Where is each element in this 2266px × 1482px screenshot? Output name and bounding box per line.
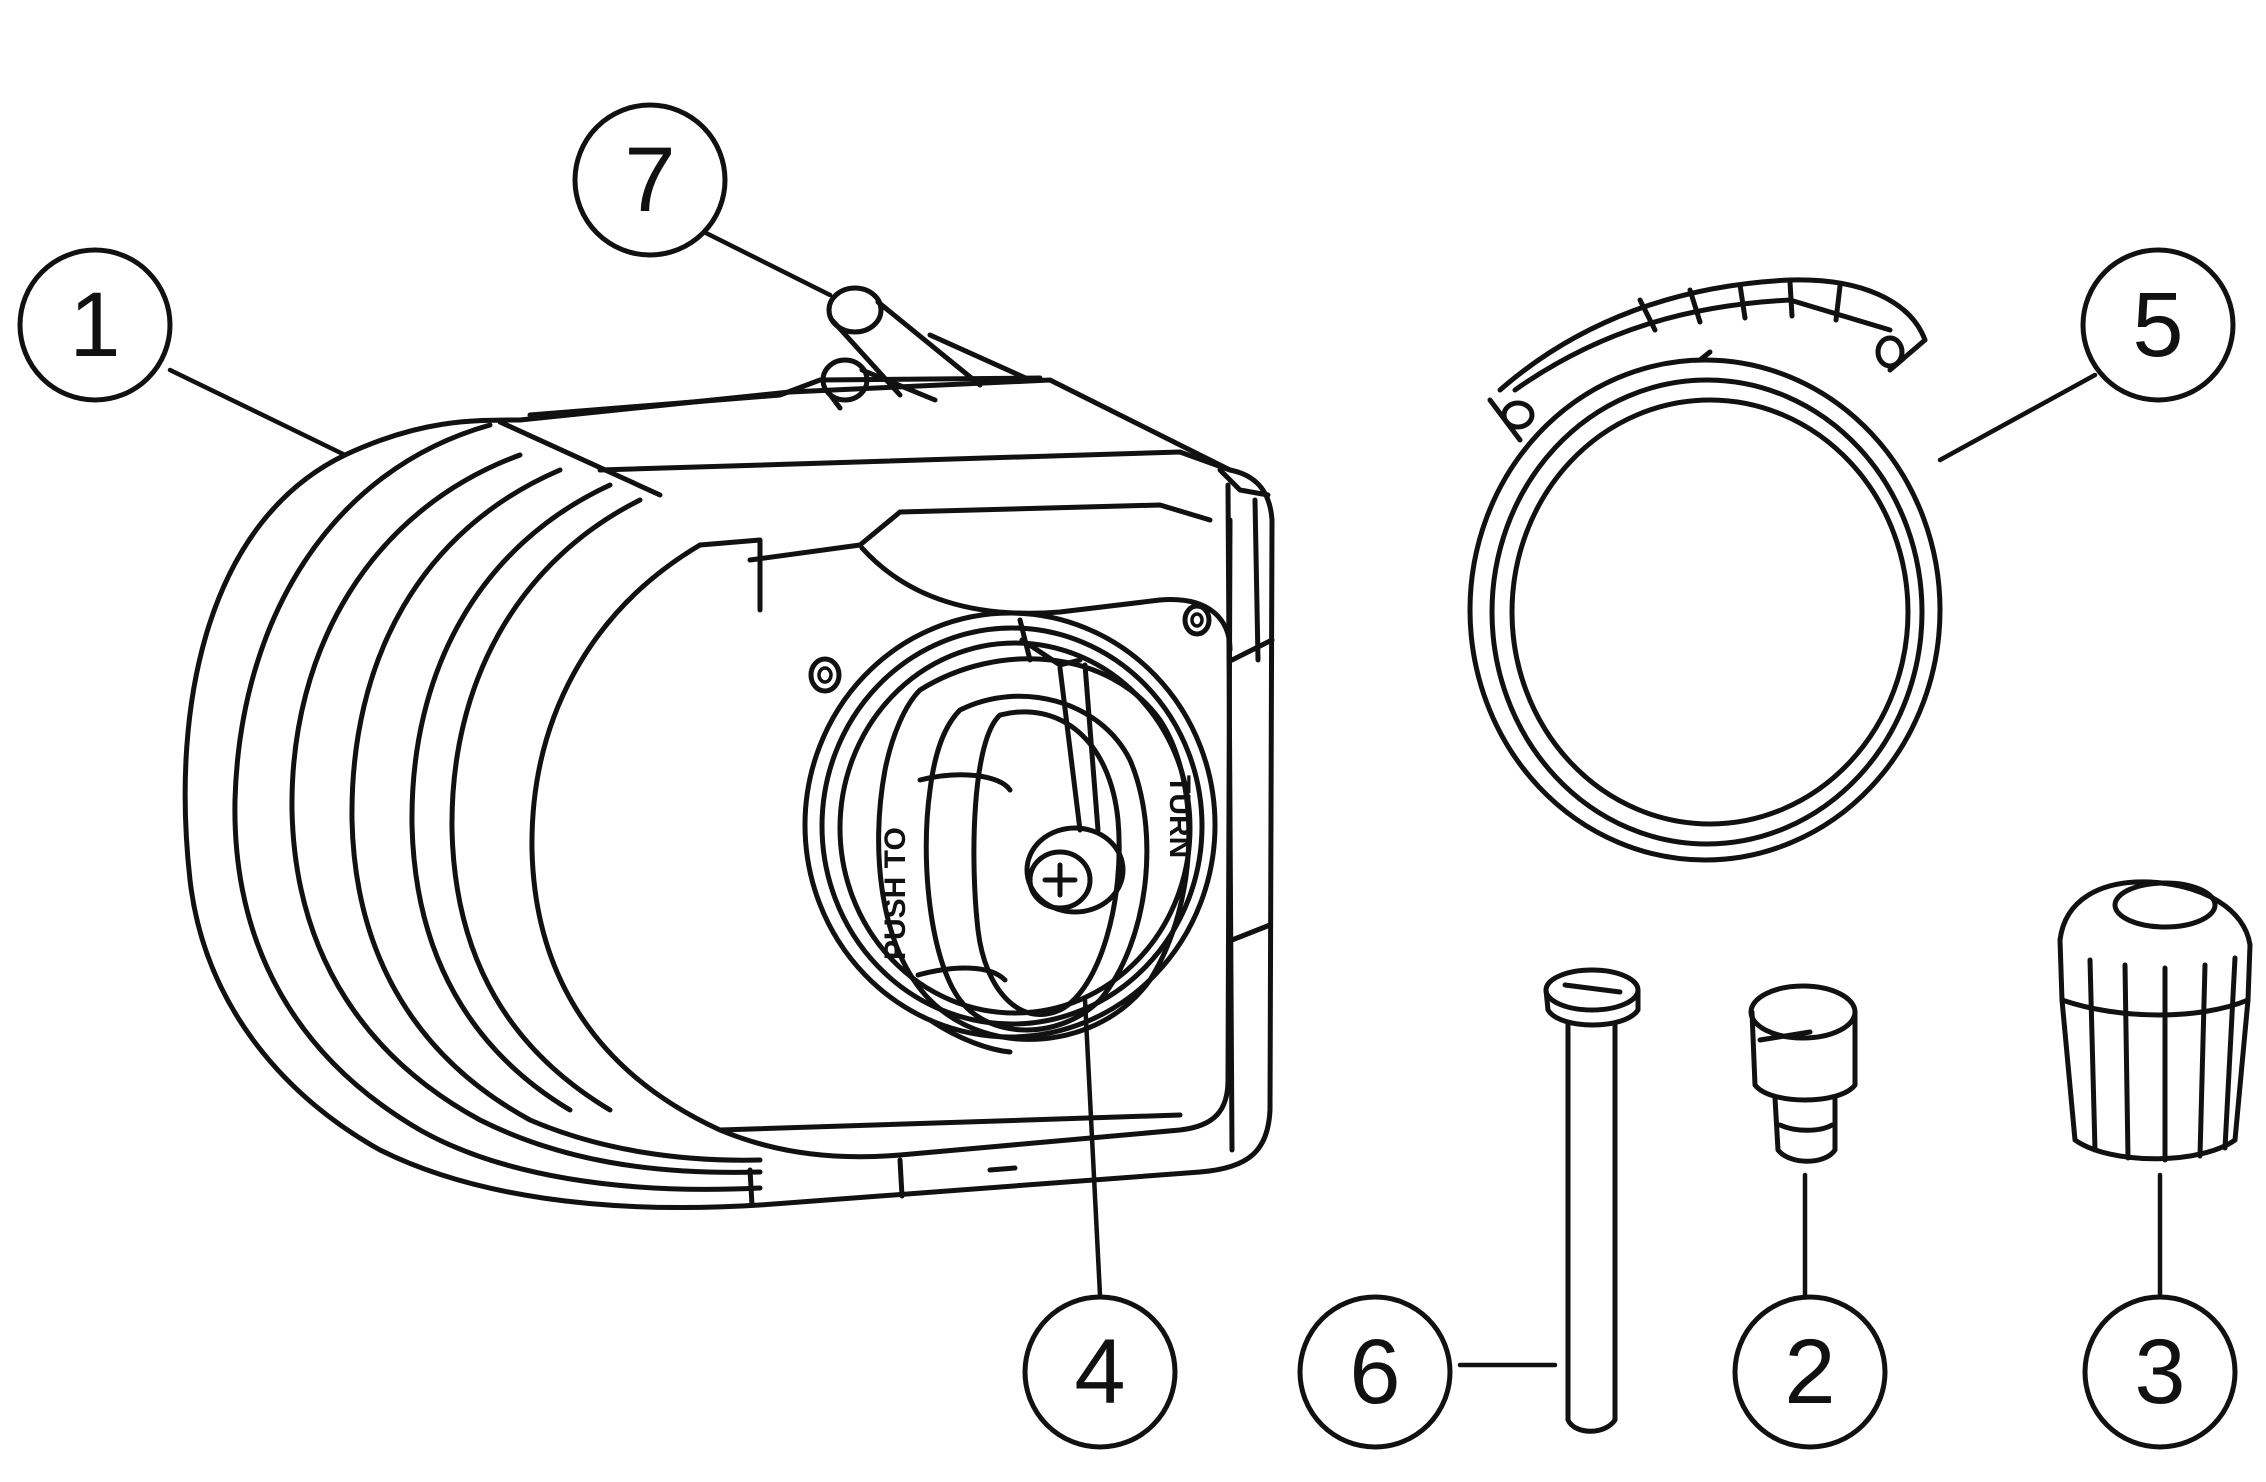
svg-text:2: 2: [1784, 1321, 1835, 1423]
knob-turn-text: TURN: [1163, 775, 1196, 858]
svg-text:4: 4: [1074, 1321, 1125, 1423]
callout-7: 7: [572, 102, 728, 258]
callout-4: 4: [1022, 1294, 1178, 1450]
part-6-bolt: [1543, 967, 1641, 1434]
svg-text:1: 1: [69, 274, 120, 376]
svg-text:6: 6: [1349, 1321, 1400, 1423]
part-5-clamp-ring: [1467, 277, 1943, 863]
part-4-knob: PUSH TO TURN: [802, 610, 1218, 1055]
part-7-tubes: [820, 285, 1033, 411]
part-1-housing: [182, 375, 1275, 1210]
callout-5: 5: [2080, 247, 2236, 403]
leader-lines: [167, 227, 2163, 1368]
svg-text:7: 7: [624, 129, 675, 231]
svg-text:5: 5: [2132, 274, 2183, 376]
part-3-knurled-nut: [2057, 879, 2253, 1163]
knob-push-text: PUSH TO: [879, 827, 912, 960]
callout-6: 6: [1297, 1294, 1453, 1450]
callout-1: 1: [17, 247, 173, 403]
callout-3: 3: [2082, 1294, 2238, 1450]
svg-text:3: 3: [2134, 1321, 2185, 1423]
part-2-set-screw: [1748, 983, 1858, 1164]
callout-2: 2: [1732, 1294, 1888, 1450]
